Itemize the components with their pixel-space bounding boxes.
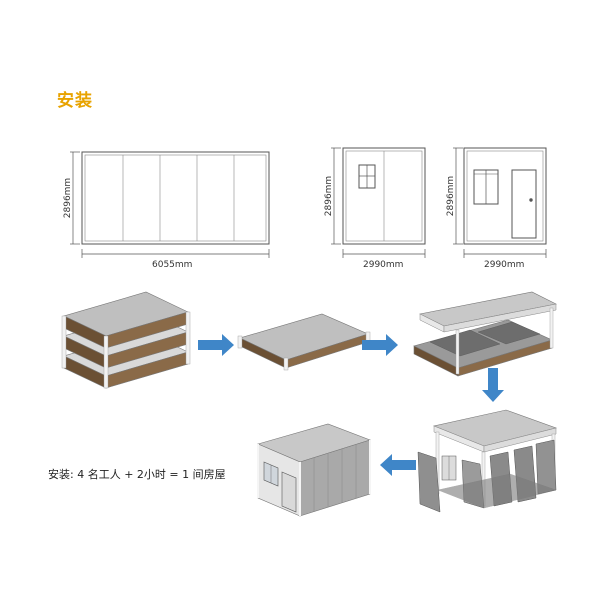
short-elevation-window bbox=[331, 147, 426, 258]
step-finished-house bbox=[257, 423, 371, 517]
step-panels-install bbox=[417, 409, 558, 513]
side2-height-label: 2896mm bbox=[446, 175, 456, 217]
long-height-label: 2896mm bbox=[63, 177, 73, 219]
short-elevation-door bbox=[453, 147, 547, 258]
side1-width-label: 2990mm bbox=[363, 260, 404, 270]
step-stacked-packs bbox=[61, 291, 191, 389]
long-width-label: 6055mm bbox=[152, 260, 193, 270]
arrow-right-icon bbox=[362, 334, 398, 356]
arrow-down-icon bbox=[482, 368, 504, 402]
installation-caption: 安装: 4 名工人 + 2小时 = 1 间房屋 bbox=[48, 468, 226, 481]
long-elevation bbox=[70, 151, 270, 258]
arrow-right-icon bbox=[198, 334, 234, 356]
arrow-left-icon bbox=[380, 454, 416, 476]
section-title: 安装 bbox=[57, 91, 93, 111]
side1-height-label: 2896mm bbox=[324, 175, 334, 217]
step-roof-lifted bbox=[413, 291, 557, 377]
side2-width-label: 2990mm bbox=[484, 260, 525, 270]
step-single-pack bbox=[237, 313, 371, 371]
